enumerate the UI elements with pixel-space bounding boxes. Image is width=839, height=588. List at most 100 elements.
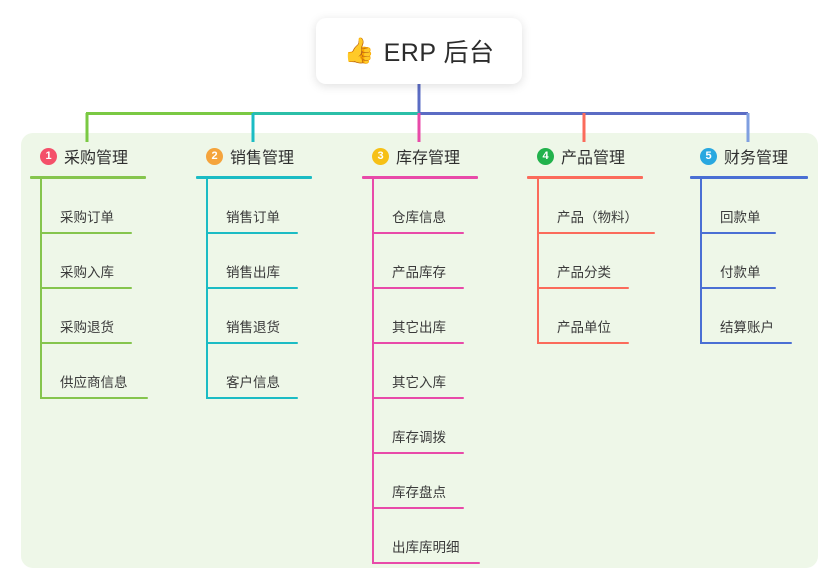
leaf-label: 付款单 xyxy=(720,265,761,280)
leaf-item[interactable]: 客户信息 xyxy=(196,344,312,399)
leaf-underline xyxy=(40,232,132,234)
leaf-list: 产品（物料） 产品分类产品单位 xyxy=(527,179,655,344)
leaf-underline xyxy=(700,342,792,344)
column-库存管理: 3 库存管理仓库信息产品库存其它出库其它入库库存调拨库存盘点出库库明细 xyxy=(362,144,480,564)
leaf-label: 产品单位 xyxy=(557,320,611,335)
leaf-label: 采购入库 xyxy=(60,265,114,280)
leaf-item[interactable]: 采购订单 xyxy=(30,179,146,234)
leaf-label: 其它出库 xyxy=(392,320,446,335)
leaf-list: 仓库信息产品库存其它出库其它入库库存调拨库存盘点出库库明细 xyxy=(362,179,480,564)
leaf-stem xyxy=(700,179,702,344)
leaf-item[interactable]: 产品单位 xyxy=(527,289,643,344)
leaf-list: 销售订单销售出库销售退货客户信息 xyxy=(196,179,312,399)
leaf-label: 出库库明细 xyxy=(392,540,460,555)
leaf-underline xyxy=(206,342,298,344)
leaf-item[interactable]: 结算账户 xyxy=(690,289,808,344)
leaf-item[interactable]: 产品库存 xyxy=(362,234,478,289)
column-header[interactable]: 5 财务管理 xyxy=(690,144,808,168)
page-title: ERP 后台 xyxy=(383,39,495,67)
leaf-underline xyxy=(372,562,480,564)
leaf-item[interactable]: 销售订单 xyxy=(196,179,312,234)
leaf-item[interactable]: 销售退货 xyxy=(196,289,312,344)
leaf-label: 产品库存 xyxy=(392,265,446,280)
leaf-underline xyxy=(40,287,132,289)
leaf-label: 库存盘点 xyxy=(392,485,446,500)
column-badge: 1 xyxy=(40,147,57,165)
leaf-underline xyxy=(372,232,464,234)
leaf-label: 回款单 xyxy=(720,210,761,225)
leaf-list: 采购订单采购入库采购退货供应商信息 xyxy=(30,179,148,399)
leaf-item[interactable]: 供应商信息 xyxy=(30,344,148,399)
column-销售管理: 2 销售管理销售订单销售出库销售退货客户信息 xyxy=(196,144,312,399)
leaf-label: 客户信息 xyxy=(226,375,280,390)
leaf-item[interactable]: 库存盘点 xyxy=(362,454,478,509)
leaf-item[interactable]: 其它出库 xyxy=(362,289,478,344)
leaf-label: 产品（物料） xyxy=(557,210,638,225)
column-title: 库存管理 xyxy=(396,150,461,167)
leaf-label: 产品分类 xyxy=(557,265,611,280)
leaf-item[interactable]: 回款单 xyxy=(690,179,808,234)
column-badge: 3 xyxy=(372,147,389,165)
leaf-item[interactable]: 其它入库 xyxy=(362,344,478,399)
leaf-underline xyxy=(40,342,132,344)
leaf-item[interactable]: 采购入库 xyxy=(30,234,146,289)
leaf-underline xyxy=(206,232,298,234)
leaf-label: 销售退货 xyxy=(226,320,280,335)
leaf-underline xyxy=(372,287,464,289)
leaf-item[interactable]: 采购退货 xyxy=(30,289,146,344)
leaf-label: 其它入库 xyxy=(392,375,446,390)
column-header[interactable]: 1 采购管理 xyxy=(30,144,146,168)
leaf-stem xyxy=(372,179,374,564)
leaf-stem xyxy=(206,179,208,399)
leaf-item[interactable]: 出库库明细 xyxy=(362,509,480,564)
leaf-underline xyxy=(206,287,298,289)
column-采购管理: 1 采购管理采购订单采购入库采购退货供应商信息 xyxy=(30,144,148,399)
column-header[interactable]: 3 库存管理 xyxy=(362,144,478,168)
leaf-item[interactable]: 仓库信息 xyxy=(362,179,478,234)
leaf-label: 结算账户 xyxy=(720,320,774,335)
column-underline xyxy=(30,176,146,179)
leaf-item[interactable]: 产品（物料） xyxy=(527,179,655,234)
leaf-underline xyxy=(700,232,776,234)
leaf-underline xyxy=(372,397,464,399)
leaf-list: 回款单付款单结算账户 xyxy=(690,179,808,344)
leaf-item[interactable]: 付款单 xyxy=(690,234,808,289)
thumbs-up-icon: 👍 xyxy=(343,36,375,65)
column-badge: 2 xyxy=(206,147,223,165)
column-header[interactable]: 4 产品管理 xyxy=(527,144,643,168)
column-badge: 4 xyxy=(537,147,554,165)
column-badge: 5 xyxy=(700,147,717,165)
column-title: 产品管理 xyxy=(561,150,626,167)
column-underline xyxy=(690,176,808,179)
leaf-underline xyxy=(206,397,298,399)
column-title: 财务管理 xyxy=(724,150,789,167)
leaf-label: 销售出库 xyxy=(226,265,280,280)
leaf-underline xyxy=(700,287,776,289)
leaf-underline xyxy=(372,507,464,509)
leaf-label: 销售订单 xyxy=(226,210,280,225)
column-underline xyxy=(527,176,643,179)
column-产品管理: 4 产品管理产品（物料） 产品分类产品单位 xyxy=(527,144,655,344)
leaf-item[interactable]: 销售出库 xyxy=(196,234,312,289)
leaf-underline xyxy=(372,452,464,454)
column-header[interactable]: 2 销售管理 xyxy=(196,144,312,168)
leaf-item[interactable]: 产品分类 xyxy=(527,234,643,289)
leaf-label: 库存调拨 xyxy=(392,430,446,445)
leaf-label: 供应商信息 xyxy=(60,375,128,390)
leaf-label: 仓库信息 xyxy=(392,210,446,225)
leaf-item[interactable]: 库存调拨 xyxy=(362,399,478,454)
leaf-underline xyxy=(40,397,148,399)
leaf-stem xyxy=(40,179,42,399)
leaf-label: 采购订单 xyxy=(60,210,114,225)
root-node[interactable]: 👍 ERP 后台 xyxy=(316,18,522,84)
column-title: 销售管理 xyxy=(230,150,295,167)
leaf-underline xyxy=(372,342,464,344)
column-underline xyxy=(196,176,312,179)
leaf-underline xyxy=(537,232,655,234)
leaf-underline xyxy=(537,342,629,344)
column-underline xyxy=(362,176,478,179)
mindmap-panel xyxy=(21,133,818,568)
column-title: 采购管理 xyxy=(64,150,129,167)
leaf-stem xyxy=(537,179,539,344)
